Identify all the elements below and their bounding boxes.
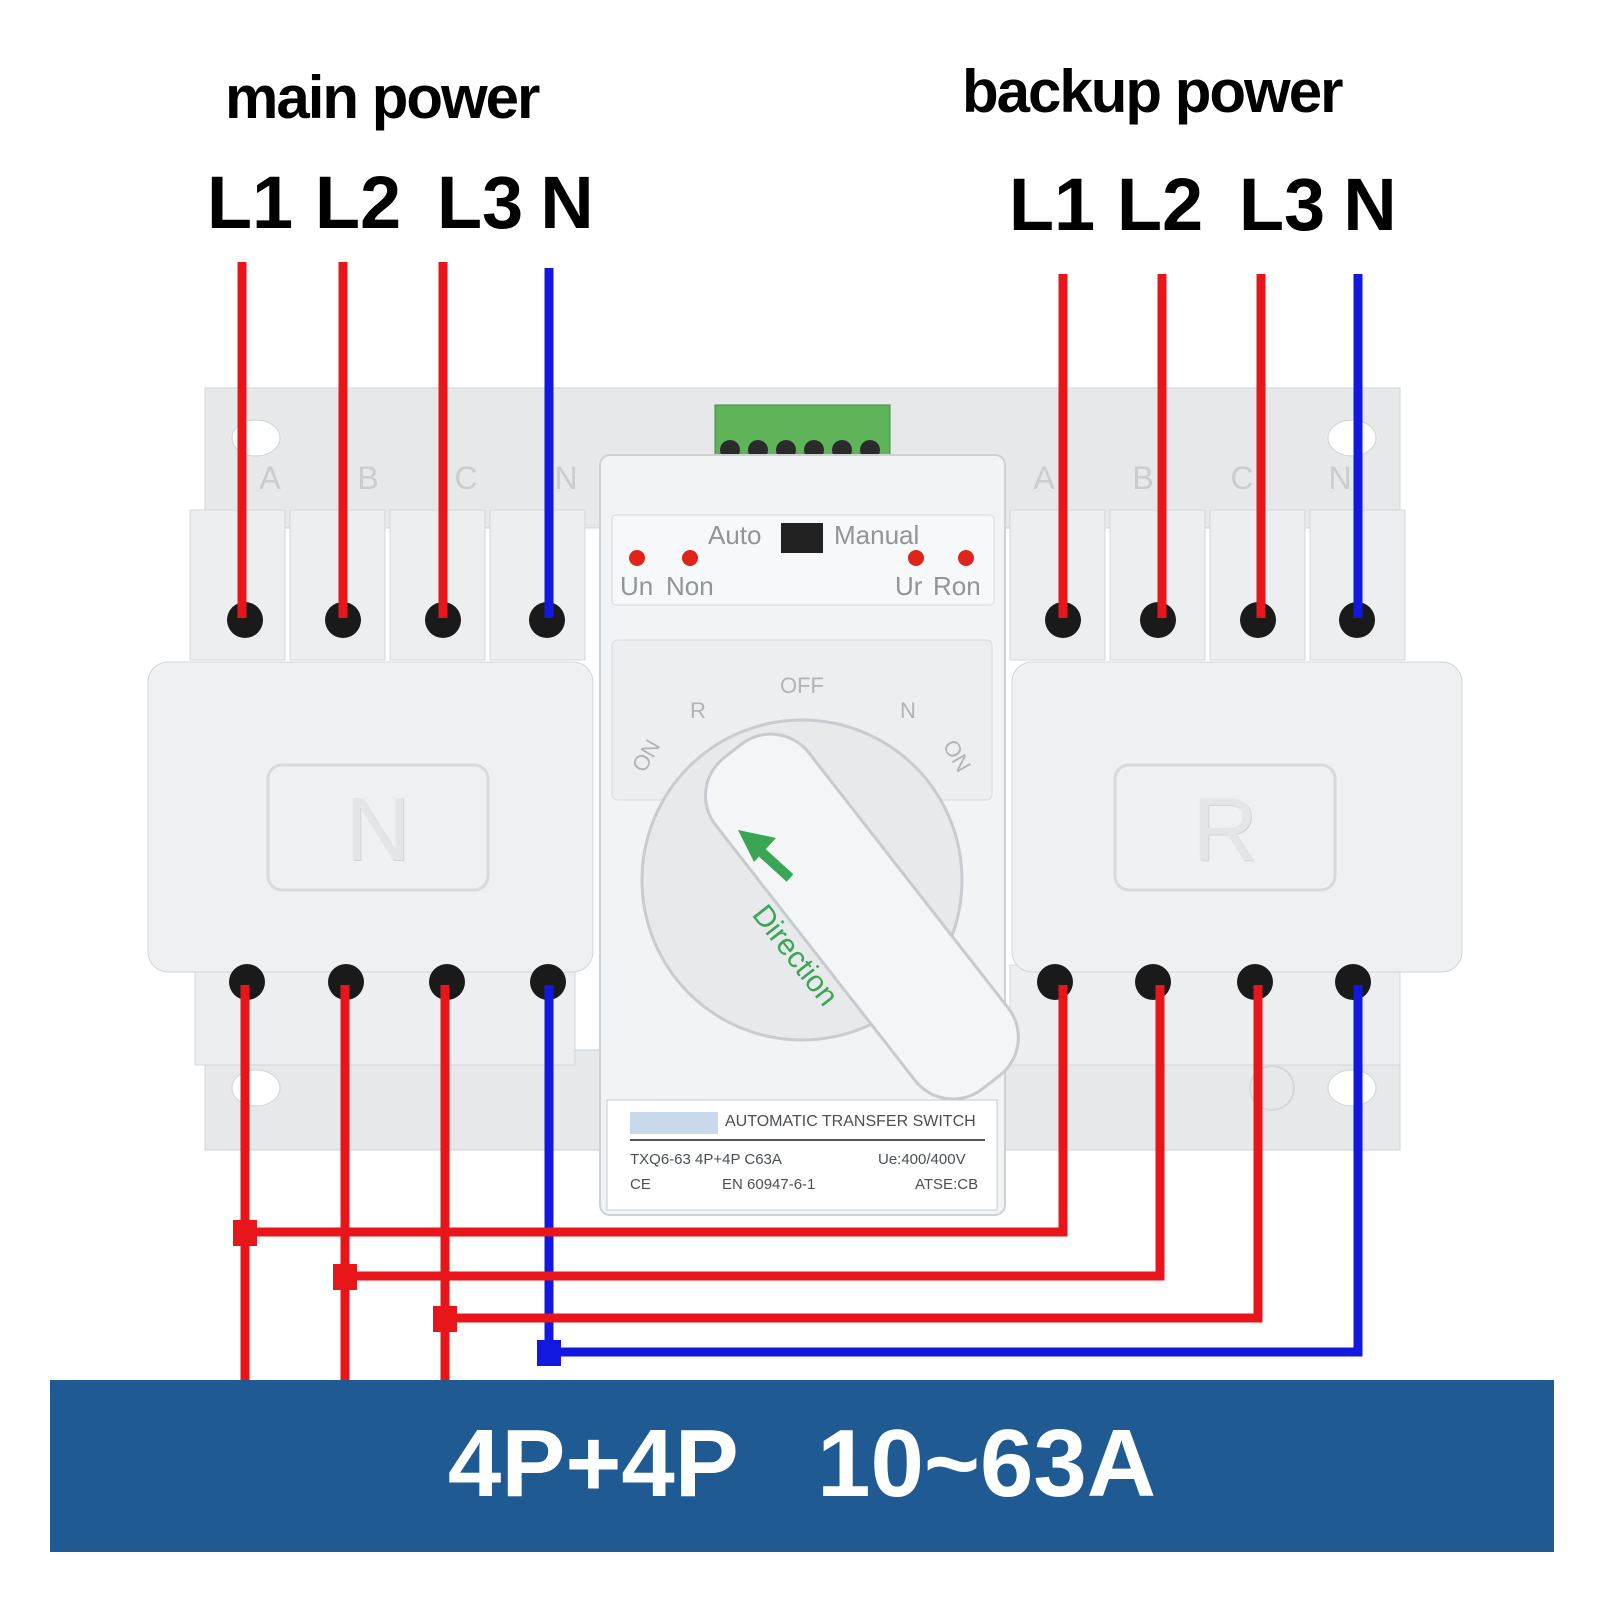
phase-letter-right-c: C	[1230, 460, 1254, 496]
side-letter-r: R	[1192, 780, 1258, 880]
nameplate-ce: CE	[630, 1176, 651, 1193]
led-label-non: Non	[666, 571, 714, 601]
led-label-ur: Ur	[895, 571, 923, 601]
rotary-handle[interactable]	[686, 715, 1038, 1119]
phase-letter-right-n: N	[1328, 460, 1352, 496]
backup-terminal-label-n: N	[1343, 163, 1397, 246]
backup-terminal-label-l3: L3	[1238, 163, 1326, 246]
ground-symbol	[1249, 1065, 1295, 1111]
backup-power-input-wires	[1058, 274, 1363, 618]
main-breaker-module	[147, 661, 594, 973]
main-terminal-label-l2: L2	[314, 161, 402, 244]
mode-auto-label: Auto	[708, 520, 762, 550]
nameplate-logo-area	[630, 1112, 718, 1134]
main-terminal-label-n: N	[540, 161, 594, 244]
main-terminal-label-l3: L3	[436, 161, 524, 244]
backup-terminal-label-l1: L1	[1008, 163, 1096, 246]
phase-letter-left-n: N	[554, 460, 578, 496]
side-letter-n: N	[345, 780, 411, 880]
nameplate-type: ATSE:CB	[915, 1176, 979, 1193]
phase-letter-right-b: B	[1132, 460, 1154, 496]
mounting-hole	[231, 1069, 281, 1107]
dial-label-off: OFF	[780, 673, 824, 698]
main-terminal-label-l1: L1	[206, 161, 294, 244]
direction-arrow-icon	[738, 830, 794, 882]
dial-label-r: R	[690, 698, 706, 723]
led-non	[682, 550, 698, 566]
nameplate-standard: EN 60947-6-1	[722, 1176, 816, 1193]
nameplate-model: TXQ6-63 4P+4P C63A	[630, 1151, 782, 1168]
backup-power-title: backup power	[962, 58, 1343, 125]
phase-letter-left-c: C	[454, 460, 478, 496]
main-power-title: main power	[225, 64, 540, 131]
mounting-hole	[1327, 1069, 1377, 1107]
indicator-panel	[611, 514, 995, 606]
wire-junctions	[233, 1220, 561, 1366]
phase-letter-left-b: B	[357, 460, 379, 496]
main-power-input-wires	[237, 262, 554, 618]
backup-breaker-module	[1011, 661, 1463, 973]
backup-breaker-label-frame	[1113, 763, 1337, 892]
top-terminal-blocks-right	[1009, 509, 1406, 661]
rating-banner-text: 4P+4P 10~63A	[447, 1410, 1157, 1517]
phase-letter-left-a: A	[259, 460, 281, 496]
output-bridge-wires	[240, 985, 1363, 1380]
led-label-ron: Ron	[933, 571, 981, 601]
phase-letter-right-a: A	[1033, 460, 1055, 496]
led-ur	[908, 550, 924, 566]
rating-banner: 4P+4P 10~63A	[50, 1380, 1554, 1552]
nameplate-title: AUTOMATIC TRANSFER SWITCH	[725, 1113, 976, 1130]
mode-manual-label: Manual	[834, 520, 920, 550]
led-ron	[958, 550, 974, 566]
backup-terminal-label-l2: L2	[1116, 163, 1204, 246]
led-un	[629, 550, 645, 566]
dial-label-n: N	[900, 698, 916, 723]
main-breaker-label-frame	[266, 763, 490, 892]
top-terminal-screws	[227, 602, 1375, 638]
nameplate-voltage: Ue:400/400V	[878, 1151, 966, 1168]
led-label-un: Un	[620, 571, 654, 601]
auto-manual-switch[interactable]	[781, 523, 823, 553]
mounting-hole	[1327, 419, 1377, 457]
top-terminal-blocks-left	[189, 509, 586, 661]
